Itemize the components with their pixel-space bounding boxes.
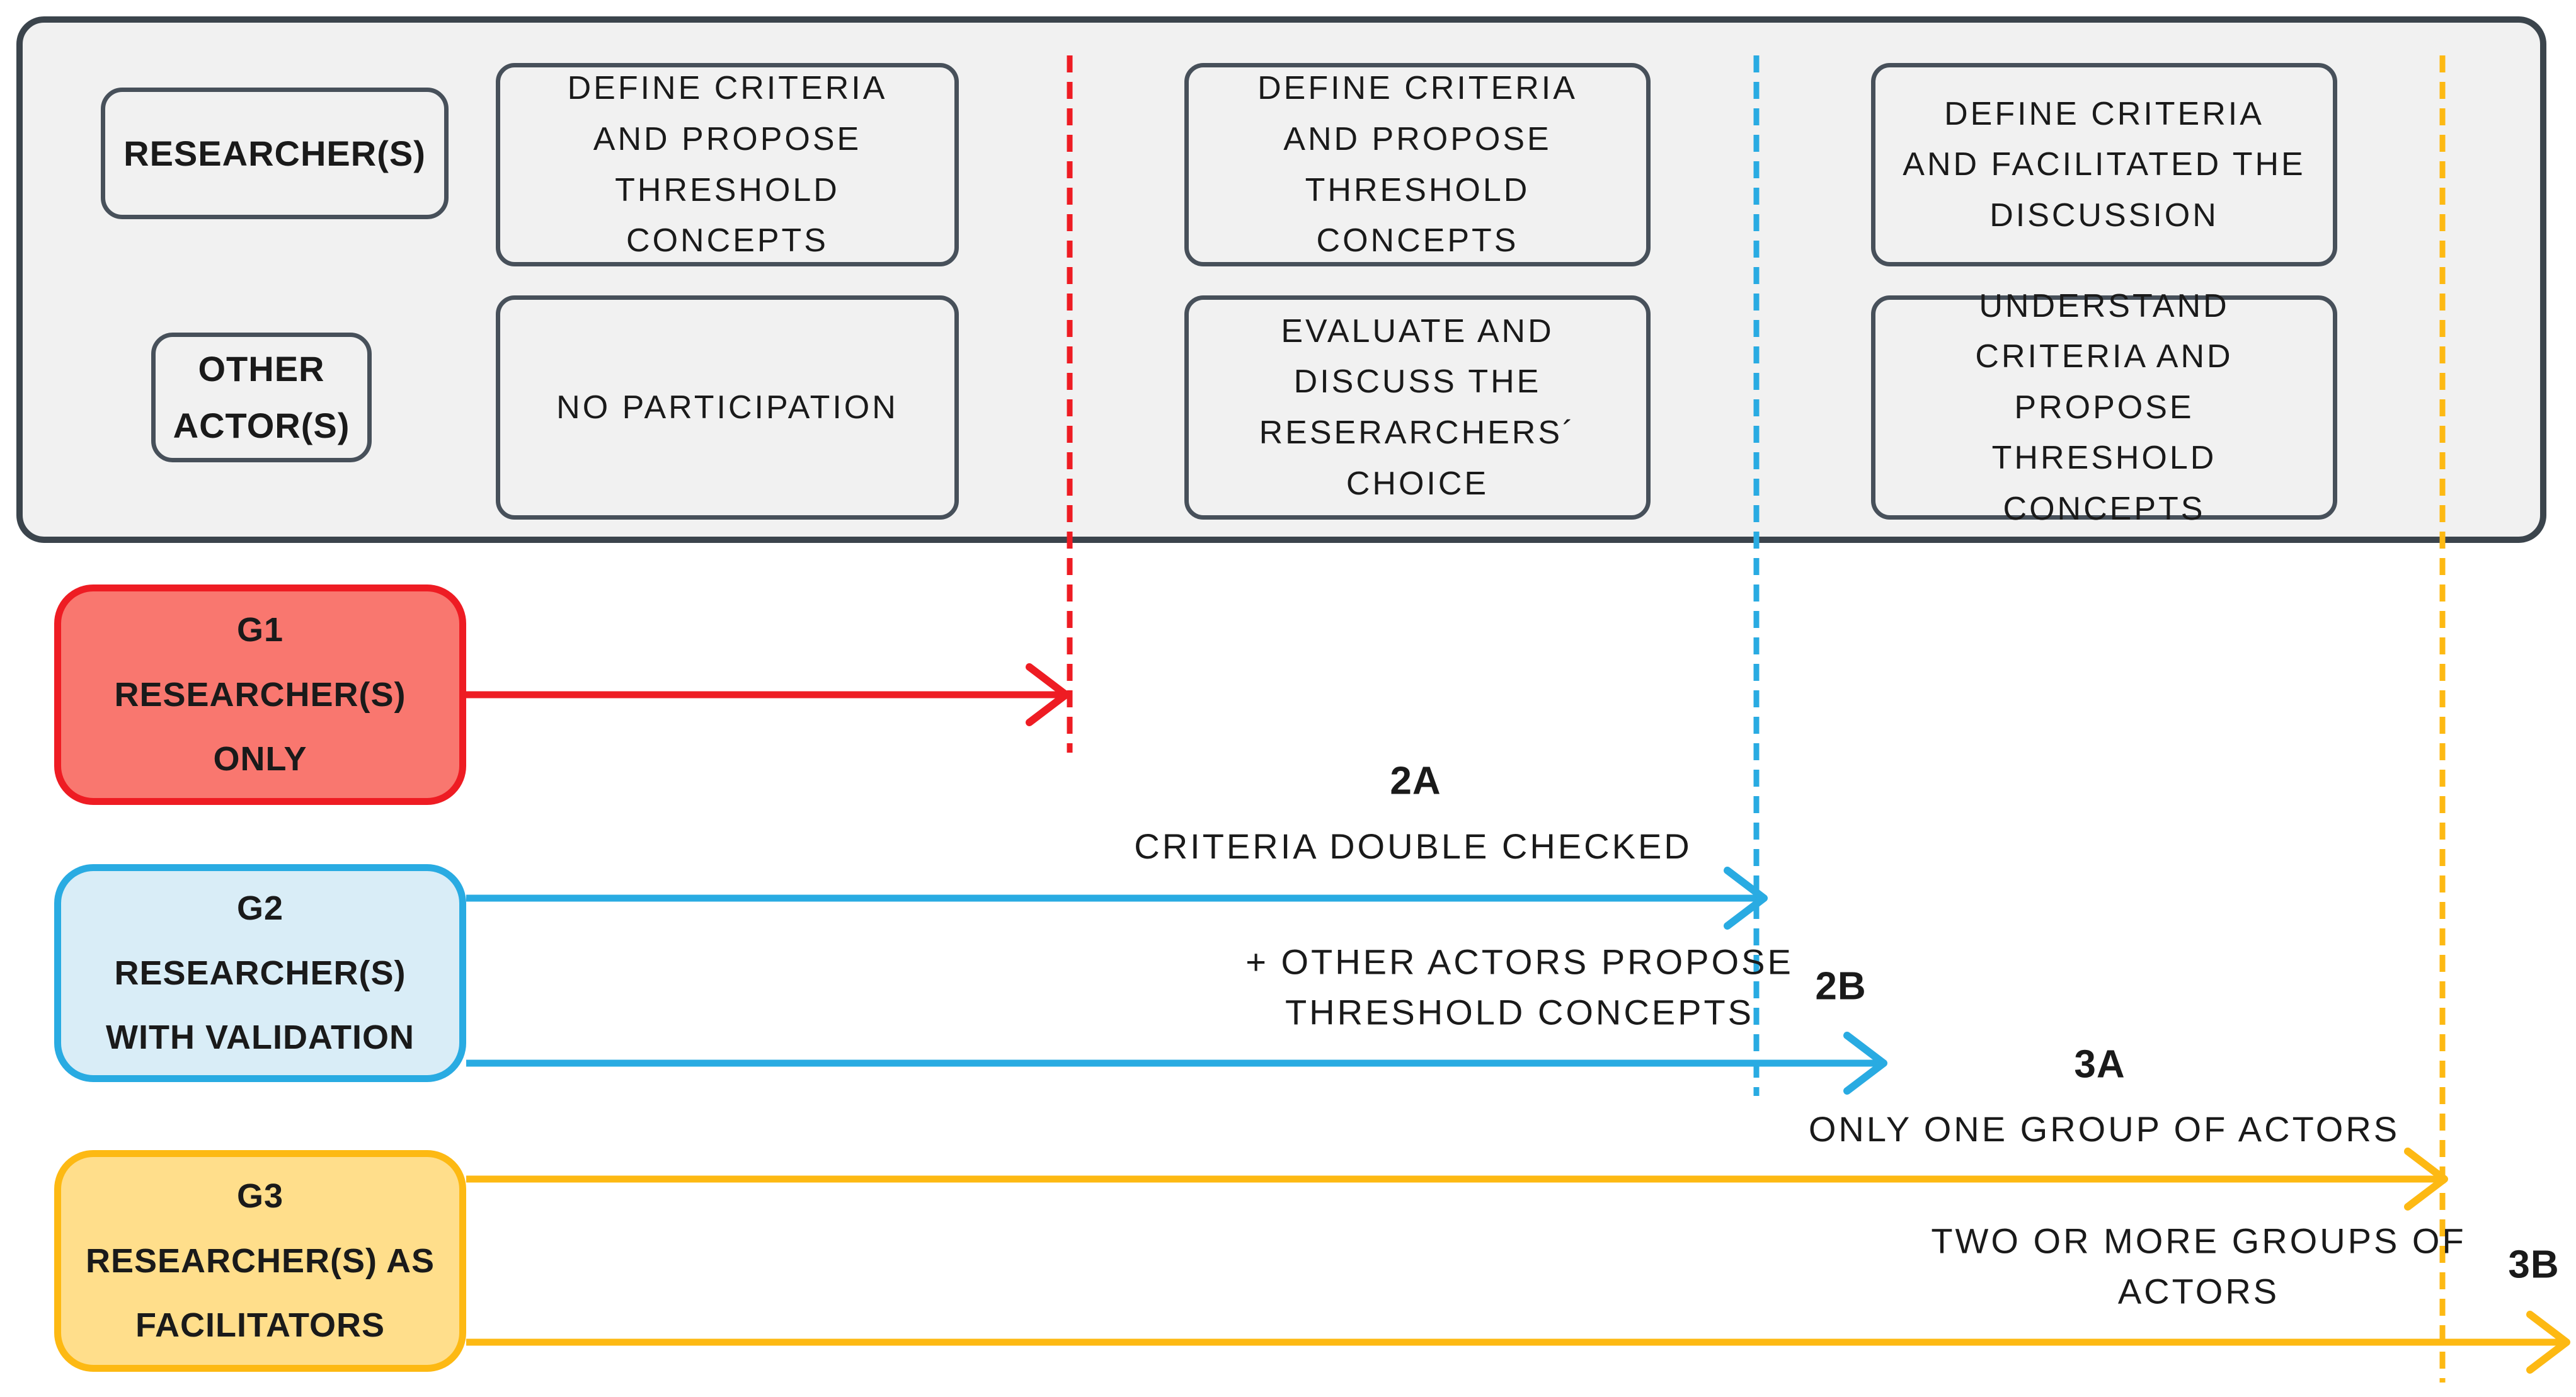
cell-g1-researchers: DEFINE CRITERIA AND PROPOSE THRESHOLD CO… bbox=[496, 63, 959, 266]
label-3a-code: 3A bbox=[2074, 1042, 2126, 1086]
label-3b-text: TWO OR MORE GROUPS OF ACTORS bbox=[1931, 1216, 2466, 1316]
researcher-row-label: RESEARCHER(S) bbox=[123, 133, 426, 173]
group-g2-line3: WITH VALIDATION bbox=[106, 1018, 415, 1057]
g3-arrow-3a bbox=[466, 1148, 2448, 1211]
group-g3-line2: RESEARCHER(S) AS bbox=[85, 1241, 435, 1280]
g1-arrow bbox=[466, 663, 1070, 726]
other-actors-label-line1: OTHER bbox=[198, 349, 325, 389]
label-3a-text: ONLY ONE GROUP OF ACTORS bbox=[1808, 1109, 2400, 1149]
label-2b-text-line1: + OTHER ACTORS PROPOSE bbox=[1245, 942, 1794, 982]
g2-arrowhead-2b bbox=[1843, 1032, 1887, 1095]
label-2b-text: + OTHER ACTORS PROPOSE THRESHOLD CONCEPT… bbox=[1245, 937, 1794, 1037]
group-g2-box: G2 RESEARCHER(S) WITH VALIDATION bbox=[54, 864, 466, 1082]
g2-arrow-2a bbox=[466, 867, 1768, 930]
group-g1-box: G1 RESEARCHER(S) ONLY bbox=[54, 584, 466, 805]
g3-arrowhead-3a bbox=[2404, 1148, 2448, 1211]
other-actors-label-line2: ACTOR(S) bbox=[173, 406, 350, 445]
cell-g3-others: UNDERSTAND CRITERIA AND PROPOSE THRESHOL… bbox=[1871, 288, 2337, 527]
group-g2-line1: G2 bbox=[236, 889, 284, 928]
g1-arrowhead bbox=[1026, 663, 1070, 726]
group-g3-box: G3 RESEARCHER(S) AS FACILITATORS bbox=[54, 1150, 466, 1372]
group-g3-line3: FACILITATORS bbox=[135, 1306, 385, 1345]
g2-arrow-2b bbox=[466, 1032, 1887, 1095]
group-g1-line3: ONLY bbox=[213, 740, 307, 778]
group-g2-line2: RESEARCHER(S) bbox=[114, 954, 406, 992]
label-3b-text-line1: TWO OR MORE GROUPS OF bbox=[1931, 1221, 2466, 1261]
label-2a-text: CRITERIA DOUBLE CHECKED bbox=[1134, 826, 1692, 867]
other-actors-row-label-box: OTHER ACTOR(S) bbox=[151, 333, 372, 462]
g3-arrow-3b bbox=[466, 1311, 2570, 1374]
g3-arrowhead-3b bbox=[2526, 1311, 2570, 1374]
label-2b-code: 2B bbox=[1815, 964, 1867, 1008]
cell-g3-researchers: DEFINE CRITERIA AND FACILITATED THE DISC… bbox=[1871, 63, 2337, 266]
label-2a-code: 2A bbox=[1390, 759, 1441, 803]
group-g1-line1: G1 bbox=[236, 611, 284, 649]
label-3b-text-line2: ACTORS bbox=[2117, 1271, 2280, 1311]
cell-g1-others: NO PARTICIPATION bbox=[496, 295, 959, 520]
g2-arrowhead-2a bbox=[1724, 867, 1768, 930]
researcher-row-label-box: RESEARCHER(S) bbox=[101, 88, 449, 219]
group-g1-line2: RESEARCHER(S) bbox=[114, 675, 406, 714]
cell-g2-researchers: DEFINE CRITERIA AND PROPOSE THRESHOLD CO… bbox=[1184, 63, 1651, 266]
group-g3-line1: G3 bbox=[236, 1177, 284, 1216]
label-2b-text-line2: THRESHOLD CONCEPTS bbox=[1285, 992, 1755, 1032]
label-3b-code: 3B bbox=[2508, 1243, 2560, 1287]
cell-g2-others: EVALUATE AND DISCUSS THE RESERARCHERS´ C… bbox=[1184, 295, 1651, 520]
